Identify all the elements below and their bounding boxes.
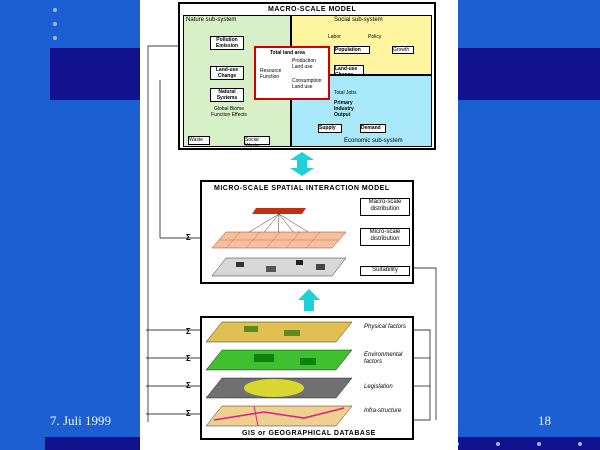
macro-title: MACRO-SCALE MODEL	[268, 6, 357, 13]
spatial-interaction-illustration	[211, 208, 347, 277]
gis-layer-label: Legislation	[364, 384, 393, 390]
diagram-slide: MACRO-SCALE MODEL Nature sub-system Poll…	[140, 0, 458, 450]
gis-layer-label: Infra-structure	[364, 408, 402, 414]
sigma-label: Σ	[186, 233, 191, 242]
nature-item: Global Biome Function Effects	[211, 106, 247, 118]
macro-distribution-box: Macro-scale distribution	[360, 198, 410, 216]
nature-item: Land-use Change	[210, 66, 244, 80]
micro-title: MICRO-SCALE SPATIAL INTERACTION MODEL	[214, 185, 390, 192]
double-arrow-icon	[290, 152, 314, 176]
header-band-left	[50, 48, 140, 100]
social-item: Primary Industry Output	[334, 100, 354, 118]
nature-item: Natural Systems	[210, 88, 244, 102]
gis-database-box: Physical factors Environmental factors L…	[200, 316, 414, 440]
nature-item: Pollution Emission	[210, 36, 244, 50]
resource-function-box: Total land area Resource Function Produc…	[254, 46, 330, 100]
gis-title: GIS or GEOGRAPHICAL DATABASE	[242, 430, 376, 437]
resource-function-label: Resource Function	[260, 68, 282, 80]
bullet-dot	[537, 442, 541, 446]
macro-model-box: MACRO-SCALE MODEL Nature sub-system Poll…	[178, 2, 436, 150]
total-land-label: Total land area	[270, 50, 305, 56]
social-item: Growth	[392, 46, 414, 54]
bullet-dot	[53, 36, 57, 40]
gis-layer-label: Physical factors	[364, 324, 407, 330]
social-item: Labor	[328, 34, 341, 40]
nature-item: Waste	[188, 136, 210, 145]
micro-model-box: MICRO-SCALE SPATIAL INTERACTION MODEL Ma…	[200, 180, 414, 284]
sigma-label: Σ	[186, 409, 191, 418]
bullet-dot	[53, 8, 57, 12]
social-title: Social sub-system	[334, 17, 383, 23]
production-landuse-label: Production Land use	[292, 58, 316, 70]
social-item: Policy	[368, 34, 382, 40]
sigma-label: Σ	[186, 381, 191, 390]
economic-item: Demand	[360, 124, 386, 133]
bullet-dot	[496, 442, 500, 446]
economic-item: Supply	[318, 124, 342, 133]
bullet-dot	[53, 22, 57, 26]
suitability-box: Suitability	[360, 266, 410, 276]
nature-item: Social Waste	[244, 136, 270, 149]
gis-layers-illustration	[205, 321, 353, 427]
bullet-dot	[578, 442, 582, 446]
gis-layer-label: Environmental factors	[364, 352, 403, 365]
slide-number: 18	[538, 413, 551, 428]
up-arrow-icon	[298, 289, 320, 311]
social-item: Population	[334, 46, 370, 54]
sigma-label: Σ	[186, 327, 191, 336]
nature-title: Nature sub-system	[186, 17, 237, 23]
social-item: Total Jobs	[334, 90, 357, 96]
header-band-right	[458, 48, 600, 100]
connector-lines	[146, 45, 437, 422]
economic-title: Economic sub-system	[344, 138, 403, 144]
sigma-label: Σ	[186, 354, 191, 363]
footer-date: 7. Juli 1999	[50, 413, 112, 428]
consumption-landuse-label: Consumption Land use	[292, 78, 322, 90]
micro-distribution-box: Micro-scale distribution	[360, 228, 410, 246]
